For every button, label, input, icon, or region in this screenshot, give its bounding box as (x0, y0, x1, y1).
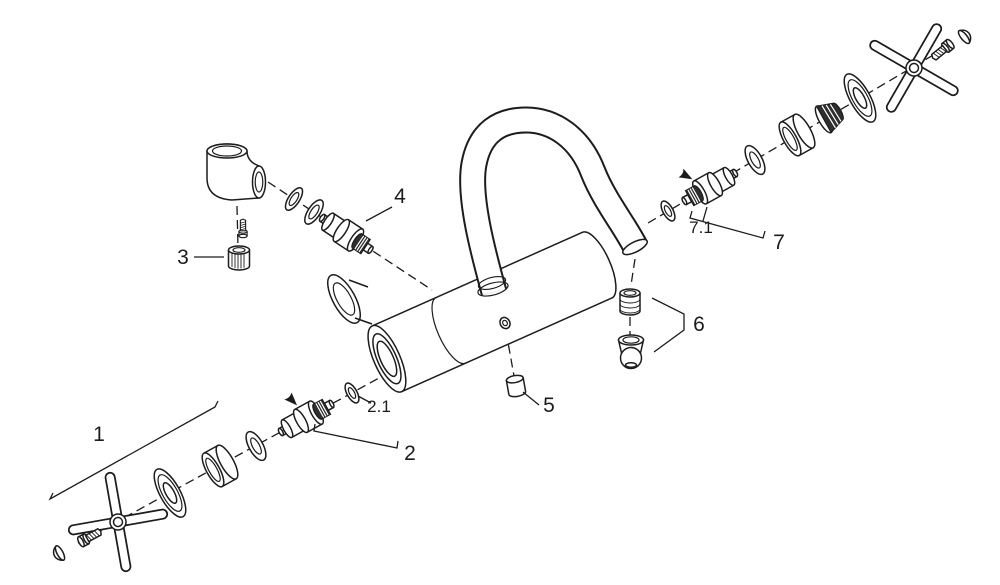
callout-7-1-leader (702, 206, 708, 222)
cross-handle-right (875, 29, 953, 107)
handle-cap-left (49, 543, 68, 564)
spacer-ring-4b (304, 199, 324, 225)
faucet-body (367, 231, 617, 393)
spout-end-piece-6 (617, 334, 645, 370)
handle-cap-right (955, 26, 975, 46)
knurled-nut-3 (227, 245, 251, 271)
escutcheon-ring-left (245, 430, 267, 462)
spout-outlet-rim (622, 238, 648, 256)
flow-arrow-left (284, 392, 301, 409)
elbow-screw-axis-line (236, 205, 239, 249)
callout-4-leader (365, 206, 393, 222)
callout-5: 5 (543, 394, 555, 417)
rosette-flange-right (837, 68, 883, 128)
callout-2-bracket (313, 423, 399, 449)
diverter-cartridge-4 (312, 205, 380, 263)
callout-1-bracket (48, 400, 219, 501)
flow-arrow-right (678, 168, 695, 184)
o-ring-7 (660, 200, 676, 222)
compression-cone-right (814, 102, 844, 134)
spacer-ring-4a (284, 186, 304, 212)
spout (459, 106, 648, 297)
callout-7-1: 7.1 (689, 218, 713, 237)
plug-5 (505, 374, 527, 398)
wall-union-left (327, 274, 373, 325)
spout-base-collar (477, 281, 509, 297)
callout-2: 2 (404, 442, 416, 465)
callout-2-1: 2.1 (367, 397, 391, 416)
o-ring-2-1 (344, 382, 360, 404)
handle-cartridge-2 (272, 391, 341, 446)
callout-lines (48, 206, 766, 501)
spout-fill (461, 108, 646, 296)
callout-2-1-leader (357, 395, 372, 404)
callout-1: 1 (93, 423, 105, 446)
elbow-grub-screw (238, 218, 248, 239)
aerator-axis-line-a (630, 258, 636, 286)
callout-6-bracket (651, 297, 685, 353)
aerator-insert-6 (619, 288, 641, 316)
callout-4: 4 (394, 185, 406, 208)
callout-5-leader (522, 391, 540, 406)
callout-6: 6 (693, 313, 705, 336)
callout-7: 7 (773, 231, 785, 254)
escutcheon-sleeve-left (197, 441, 243, 491)
handle-cartridge-7-1 (675, 159, 744, 214)
body-plug-port (499, 316, 511, 330)
callout-3: 3 (177, 246, 189, 269)
diverter-elbow (206, 143, 267, 201)
cross-handle-left (73, 477, 162, 566)
callout-7-bracket (689, 210, 766, 239)
escutcheon-sleeve-right (774, 110, 820, 160)
escutcheon-ring-right (744, 144, 766, 176)
